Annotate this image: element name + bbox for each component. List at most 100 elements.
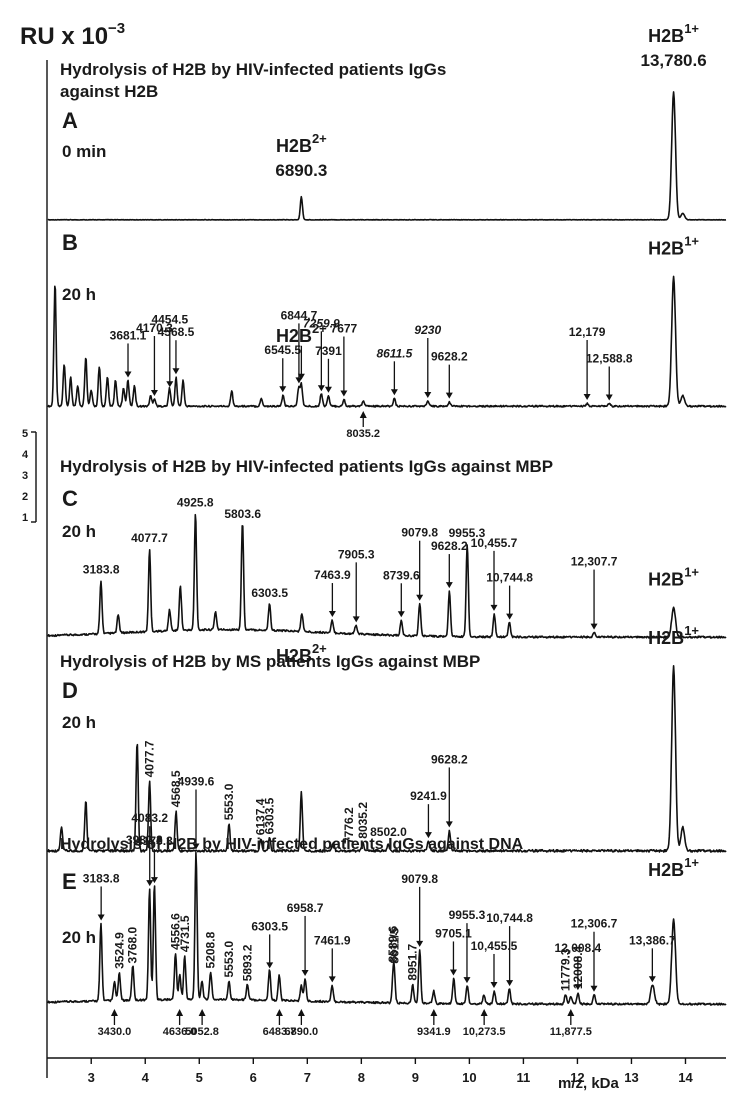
panel-heading: Hydrolysis of H2B by HIV-infected patien… (60, 60, 446, 79)
peak-label: 3430.0 (98, 1026, 132, 1038)
peak-label: 4731.5 (178, 915, 192, 952)
peak-label: H2B2+ (276, 641, 327, 666)
peak-label: 9955.3 (449, 908, 486, 922)
peak-value-label: 6890.3 (275, 161, 327, 180)
panel-time: 20 h (62, 522, 96, 541)
peak-arrowhead (359, 411, 367, 418)
x-axis-label: m/z, kDa (558, 1075, 620, 1092)
spectra-panels: Hydrolysis of H2B by HIV-infected patien… (47, 21, 727, 1038)
peak-arrowhead (449, 969, 457, 976)
peak-label: 6483.7 (263, 1026, 297, 1038)
peak-label: 5553.0 (222, 940, 236, 977)
peak-arrowhead (445, 821, 453, 828)
peak-arrowhead (416, 940, 424, 947)
x-tick-label: 3 (88, 1070, 95, 1085)
peak-label: 6958.7 (287, 901, 324, 915)
panel-a: Hydrolysis of H2B by HIV-infected patien… (47, 21, 727, 221)
x-tick-label: 9 (412, 1070, 419, 1085)
peak-label: 9628.2 (431, 752, 468, 766)
peak-label: 9341.9 (417, 1026, 451, 1038)
peak-label: 4083.2 (131, 811, 168, 825)
spectrum-trace (47, 275, 727, 408)
peak-arrowhead (445, 392, 453, 399)
panel-letter: B (62, 230, 78, 255)
peak-label: 4170.3 (136, 321, 173, 335)
peak-label: H2B2+ (276, 321, 327, 346)
peak-label: 6890.0 (285, 1026, 319, 1038)
peak-label: 10,744.8 (486, 911, 533, 925)
peak-label: 9079.8 (401, 526, 438, 540)
peak-arrowhead (605, 394, 613, 401)
peak-label: 8589.6 (386, 925, 400, 962)
peak-label: 10,744.8 (486, 571, 533, 585)
spectrum-trace (47, 513, 727, 639)
panel-letter: A (62, 108, 78, 133)
peak-label: 4077.7 (142, 740, 156, 777)
peak-arrowhead (297, 373, 305, 380)
peak-label: 11,877.5 (550, 1026, 592, 1038)
x-tick-label: 7 (304, 1070, 311, 1085)
peak-label: 6303.5 (263, 797, 277, 834)
peak-arrowhead (567, 1009, 575, 1016)
peak-label: 6137.4 (254, 798, 268, 835)
peak-label: 7463.9 (314, 568, 351, 582)
peak-label: 12,179 (569, 325, 606, 339)
panel-letter: C (62, 486, 78, 511)
spectrum-trace (47, 91, 727, 221)
peak-label: 12,588.8 (586, 351, 633, 365)
peak-label: H2B1+ (648, 855, 699, 880)
peak-label: 4077.7 (131, 531, 168, 545)
peak-arrowhead (463, 977, 471, 984)
peak-label: 3524.9 (113, 932, 127, 969)
peak-arrowhead (166, 381, 174, 388)
peak-arrowhead (416, 594, 424, 601)
peak-label: 7391 (315, 344, 342, 358)
peak-arrowhead (192, 843, 200, 850)
peak-label: 3183.8 (83, 871, 120, 885)
panel-time: 20 h (62, 713, 96, 732)
peak-label: 3183.8 (83, 562, 120, 576)
peak-arrowhead (490, 981, 498, 988)
panel-heading: Hydrolysis of H2B by HIV-infected patien… (60, 457, 553, 476)
panel-heading: against H2B (60, 82, 158, 101)
mini-scale-3: 3 (22, 470, 28, 482)
panel-letter: E (62, 869, 77, 894)
peak-arrowhead (275, 1009, 283, 1016)
peak-label: 5052.8 (185, 1026, 219, 1038)
peak-label: 11779.3 (559, 948, 573, 991)
x-tick-label: 5 (196, 1070, 203, 1085)
peak-label: 13,386.7 (629, 933, 676, 947)
peak-label: 9628.2 (431, 350, 468, 364)
peak-label: 5208.8 (204, 931, 218, 968)
peak-arrowhead (590, 623, 598, 630)
peak-label: 3982.2 (126, 833, 163, 847)
y-unit-exponent: −3 (108, 20, 125, 37)
x-tick-label: 10 (462, 1070, 476, 1085)
peak-label: 9705.1 (435, 926, 472, 940)
peak-arrowhead (301, 969, 309, 976)
peak-label: 5803.6 (224, 507, 261, 521)
peak-arrowhead (110, 1009, 118, 1016)
peak-label: 8951.7 (406, 944, 420, 981)
peak-label: 9955.3 (449, 526, 486, 540)
panel-heading: Hydrolysis of H2B by MS patients IgGs ag… (60, 652, 480, 671)
y-unit-label: RU x 10−3 (20, 20, 125, 50)
peak-label: 12,307.7 (571, 555, 618, 569)
x-tick-label: 8 (358, 1070, 365, 1085)
peak-arrowhead (352, 616, 360, 623)
peak-label: 4925.8 (177, 496, 214, 510)
peak-label: 12,008.4 (555, 941, 602, 955)
panel-c: Hydrolysis of H2B by HIV-infected patien… (47, 457, 727, 639)
peak-label: 6303.5 (251, 919, 288, 933)
peak-arrowhead (506, 980, 514, 987)
peak-label: 3768.0 (126, 926, 140, 963)
panel-time: 20 h (62, 928, 96, 947)
peak-arrowhead (176, 1009, 184, 1016)
peak-arrowhead (648, 976, 656, 983)
peak-label: 9079.8 (401, 872, 438, 886)
peak-label: H2B2+ (276, 131, 327, 156)
peak-label: 8035.2 (346, 428, 380, 440)
peak-label: 7461.9 (314, 933, 351, 947)
